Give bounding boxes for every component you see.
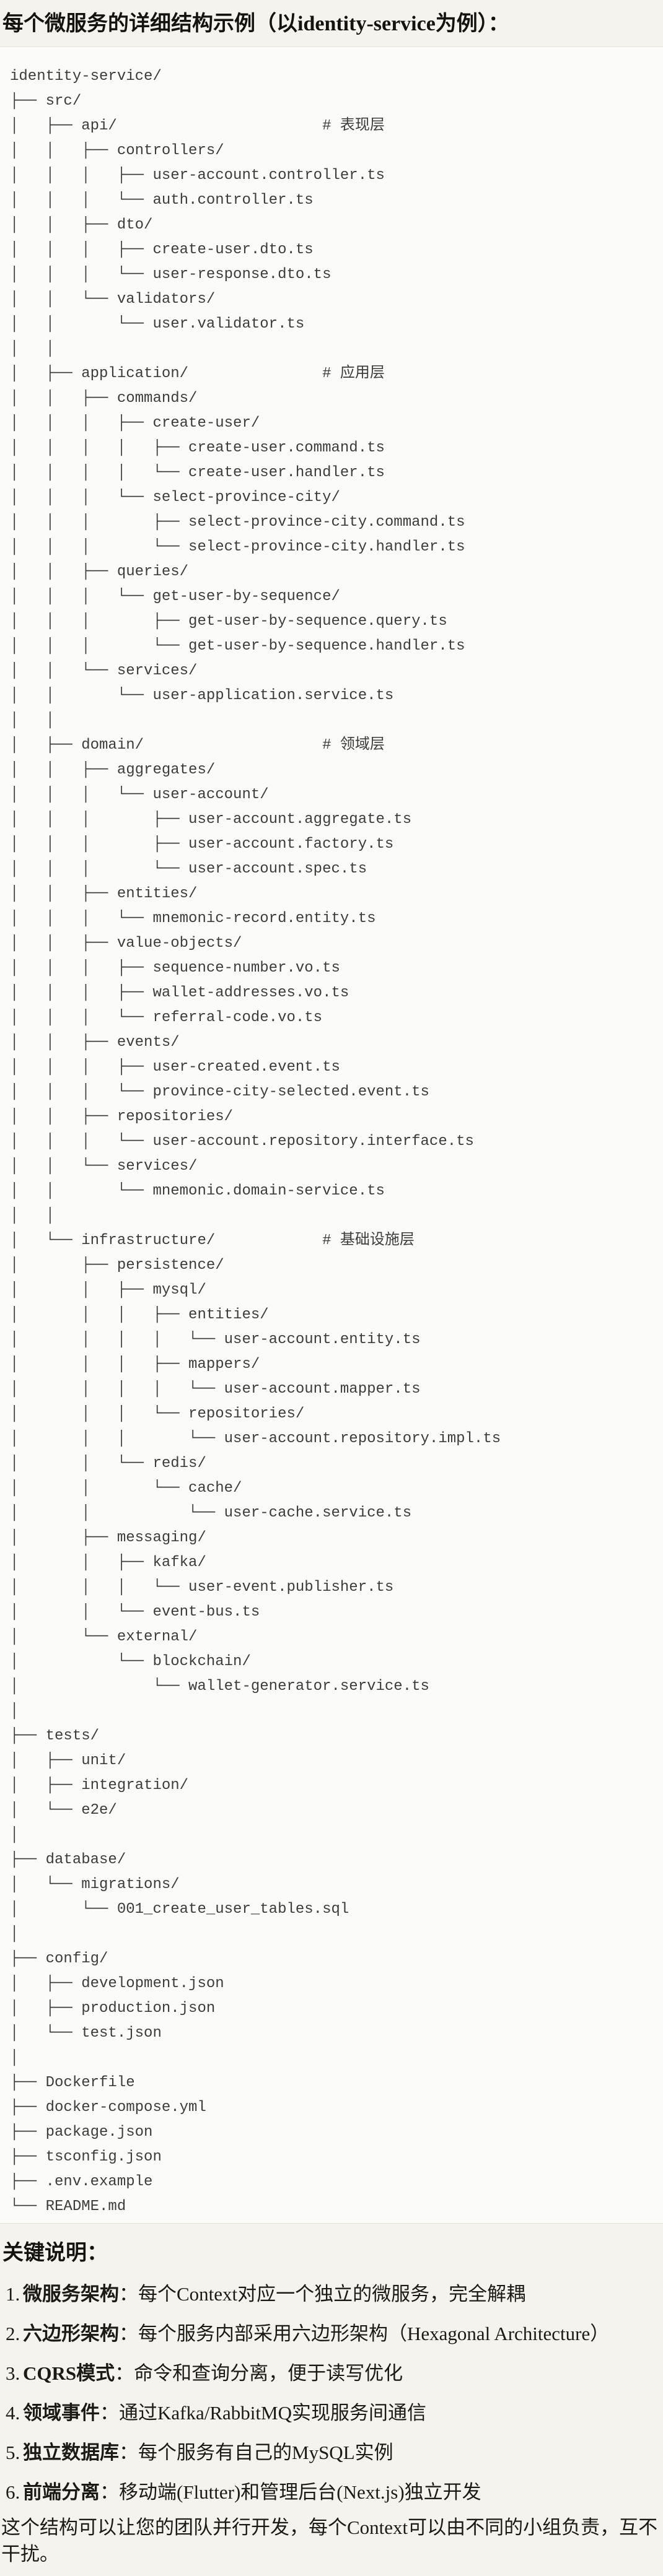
notes-list: 1. 微服务架构：每个Context对应一个独立的微服务，完全解耦 2. 六边形… (1, 2281, 662, 2505)
notes-heading: 关键说明： (2, 2242, 108, 2265)
note-number: 4. (6, 2402, 20, 2424)
note-text: ：移动端(Flutter)和管理后台(Next.js)独立开发 (100, 2481, 481, 2503)
note-number: 1. (6, 2283, 20, 2305)
note-label: 六边形架构 (23, 2323, 119, 2344)
page-title: 每个微服务的详细结构示例（以identity-service为例）： (2, 12, 509, 35)
note-number: 2. (6, 2323, 20, 2344)
note-number: 3. (6, 2362, 20, 2384)
note-item: 6. 前端分离：移动端(Flutter)和管理后台(Next.js)独立开发 (1, 2479, 662, 2505)
note-number: 6. (6, 2481, 20, 2503)
page: 每个微服务的详细结构示例（以identity-service为例）： ident… (0, 11, 663, 2576)
note-label: 前端分离 (23, 2481, 100, 2503)
note-item: 4. 领域事件：通过Kafka/RabbitMQ实现服务间通信 (1, 2400, 662, 2426)
file-tree-code-block: identity-service/ ├── src/ │ ├── api/ # … (0, 46, 663, 2224)
note-item: 2. 六边形架构：每个服务内部采用六边形架构（Hexagonal Archite… (1, 2320, 662, 2347)
note-text: ：通过Kafka/RabbitMQ实现服务间通信 (100, 2402, 426, 2424)
notes-section: 关键说明： 1. 微服务架构：每个Context对应一个独立的微服务，完全解耦 … (0, 2240, 663, 2567)
note-label: 微服务架构 (23, 2283, 119, 2305)
note-text: ：每个服务有自己的MySQL实例 (119, 2442, 393, 2463)
note-item: 3. CQRS模式：命令和查询分离，便于读写优化 (1, 2360, 662, 2387)
note-item: 1. 微服务架构：每个Context对应一个独立的微服务，完全解耦 (1, 2281, 662, 2307)
note-label: CQRS模式 (23, 2362, 115, 2384)
note-number: 5. (6, 2442, 20, 2463)
note-text: ：命令和查询分离，便于读写优化 (115, 2362, 403, 2384)
summary-paragraph: 这个结构可以让您的团队并行开发，每个Context可以由不同的小组负责，互不干扰… (1, 2517, 658, 2565)
note-text: ：每个Context对应一个独立的微服务，完全解耦 (119, 2283, 526, 2305)
note-item: 5. 独立数据库：每个服务有自己的MySQL实例 (1, 2439, 662, 2466)
note-label: 独立数据库 (23, 2442, 119, 2463)
note-text: ：每个服务内部采用六边形架构（Hexagonal Architecture） (119, 2323, 610, 2344)
note-label: 领域事件 (23, 2402, 100, 2424)
